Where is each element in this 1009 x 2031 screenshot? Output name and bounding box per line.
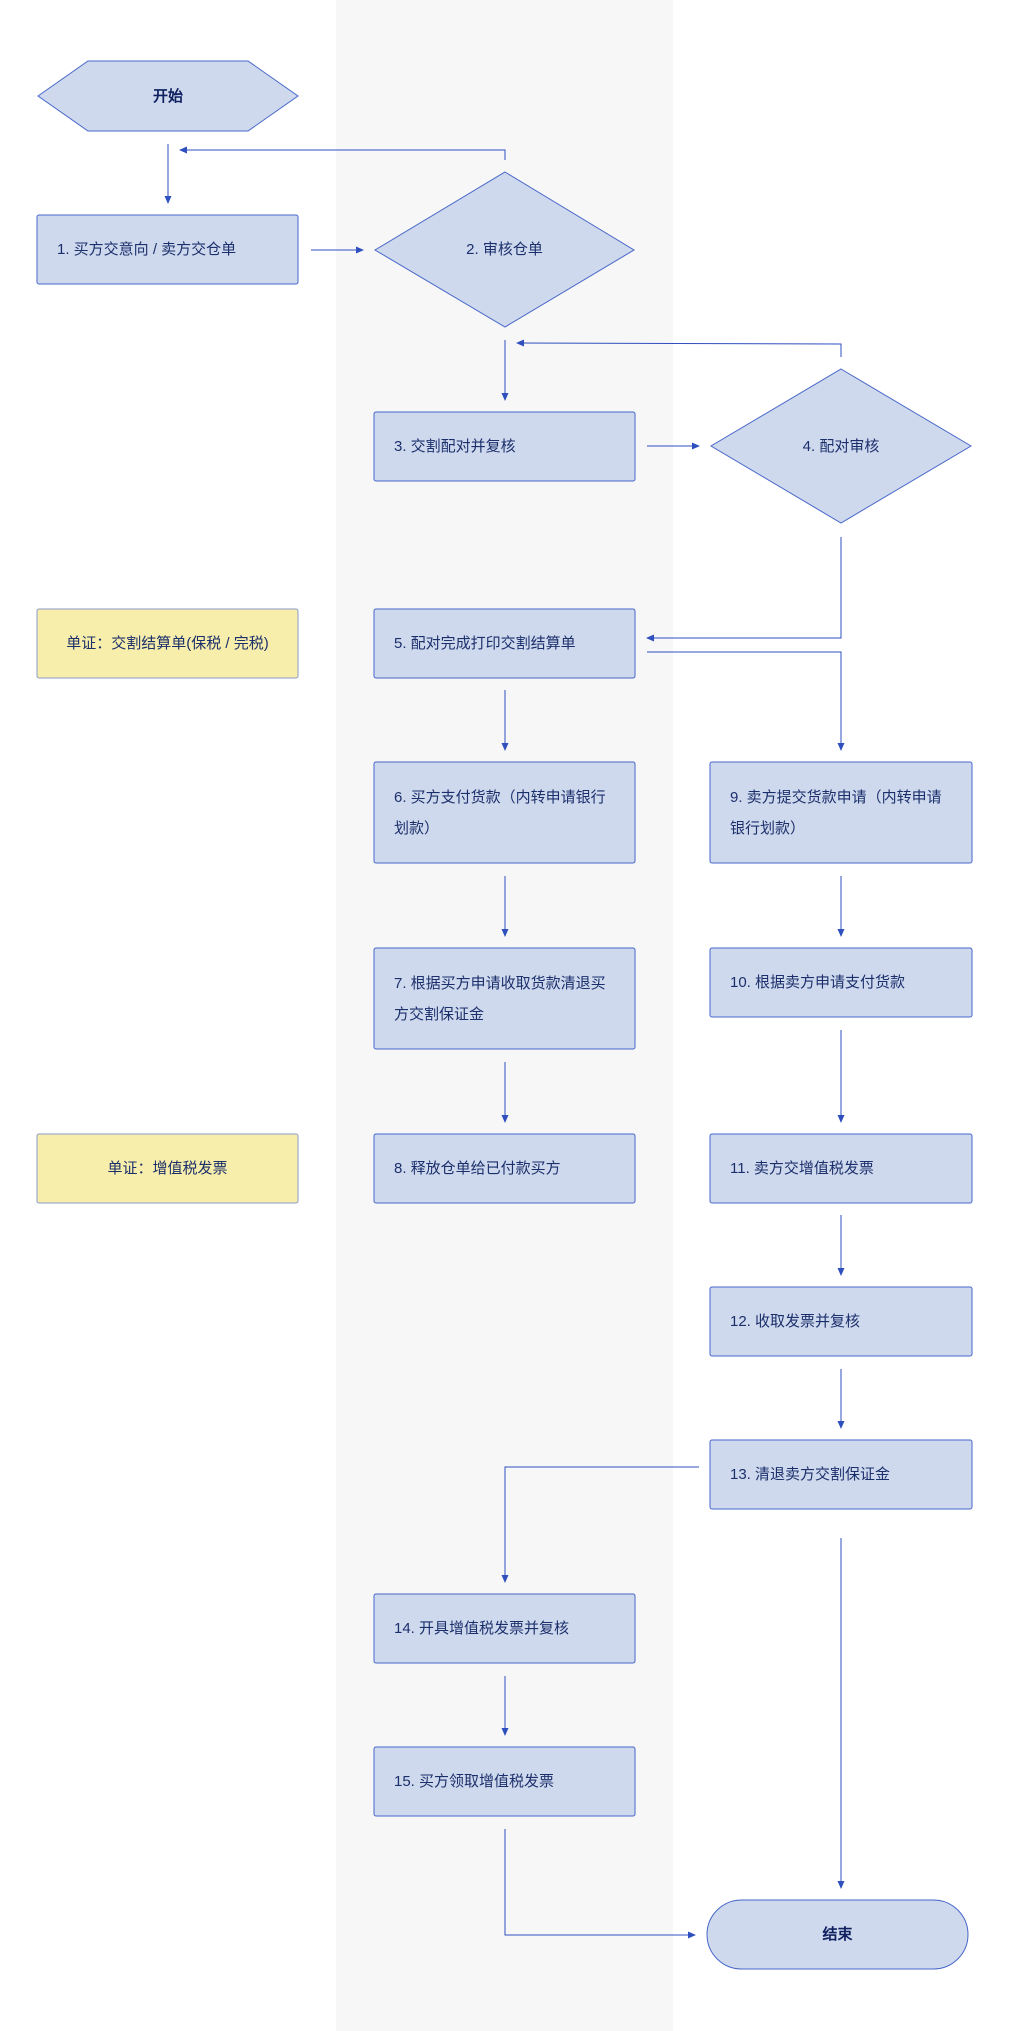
arrow-4-loop-back <box>516 339 842 357</box>
node-14-label: 14. 开具增值税发票并复核 <box>394 1620 570 1637</box>
node-1-label: 1. 买方交意向 / 卖方交仓单 <box>57 241 237 258</box>
node-11-label: 11. 卖方交增值税发票 <box>730 1160 874 1177</box>
node-9-shape <box>709 761 973 864</box>
node-14-shape <box>373 1593 636 1664</box>
node-4-shape <box>710 368 972 524</box>
arrow-5-to-9 <box>647 651 845 751</box>
node-12-label: 12. 收取发票并复核 <box>730 1313 861 1330</box>
end-node-label: 结束 <box>822 1926 853 1943</box>
document-2-shape <box>36 1133 299 1204</box>
node-10-shape <box>709 947 973 1018</box>
node-7-label: 7. 根据买方申请收取货款清退买方交割保证金 <box>394 974 606 1023</box>
arrow-4-to-5 <box>646 537 842 642</box>
document-1-shape <box>36 608 299 679</box>
node-9-label: 9. 卖方提交货款申请（内转申请银行划款） <box>730 788 942 837</box>
node-15-label: 15. 买方领取增值税发票 <box>394 1773 555 1790</box>
node-3-label: 3. 交割配对并复核 <box>394 438 516 455</box>
arrow-2-loop-back <box>179 146 506 160</box>
node-15-shape <box>373 1746 636 1817</box>
node-8-shape <box>373 1133 636 1204</box>
node-12-shape <box>709 1286 973 1357</box>
node-7-shape <box>373 947 636 1050</box>
node-1-shape <box>36 214 299 285</box>
node-10-label: 10. 根据卖方申请支付货款 <box>730 974 906 991</box>
end-node-shape <box>706 1899 969 1970</box>
node-2-shape <box>374 171 635 328</box>
document-2-label: 单证：增值税发票 <box>107 1160 228 1177</box>
node-13-label: 13. 清退卖方交割保证金 <box>730 1466 891 1483</box>
start-node-label: 开始 <box>152 87 183 105</box>
arrow-13-to-14 <box>501 1466 699 1583</box>
node-5-shape <box>373 608 636 679</box>
node-13-shape <box>709 1439 973 1510</box>
arrow-15-to-end <box>504 1829 696 1939</box>
node-3-shape <box>373 411 636 482</box>
node-2-label: 2. 审核仓单 <box>466 241 543 258</box>
node-4-label: 4. 配对审核 <box>802 437 880 455</box>
node-6-label: 6. 买方支付货款（内转申请银行划款） <box>394 788 606 837</box>
start-node-shape <box>37 60 299 132</box>
node-11-shape <box>709 1133 973 1204</box>
node-5-label: 5. 配对完成打印交割结算单 <box>394 635 576 652</box>
node-8-label: 8. 释放仓单给已付款买方 <box>394 1160 561 1177</box>
document-1-label: 单证：交割结算单(保税 / 完税) <box>66 635 269 652</box>
node-6-shape <box>373 761 636 864</box>
